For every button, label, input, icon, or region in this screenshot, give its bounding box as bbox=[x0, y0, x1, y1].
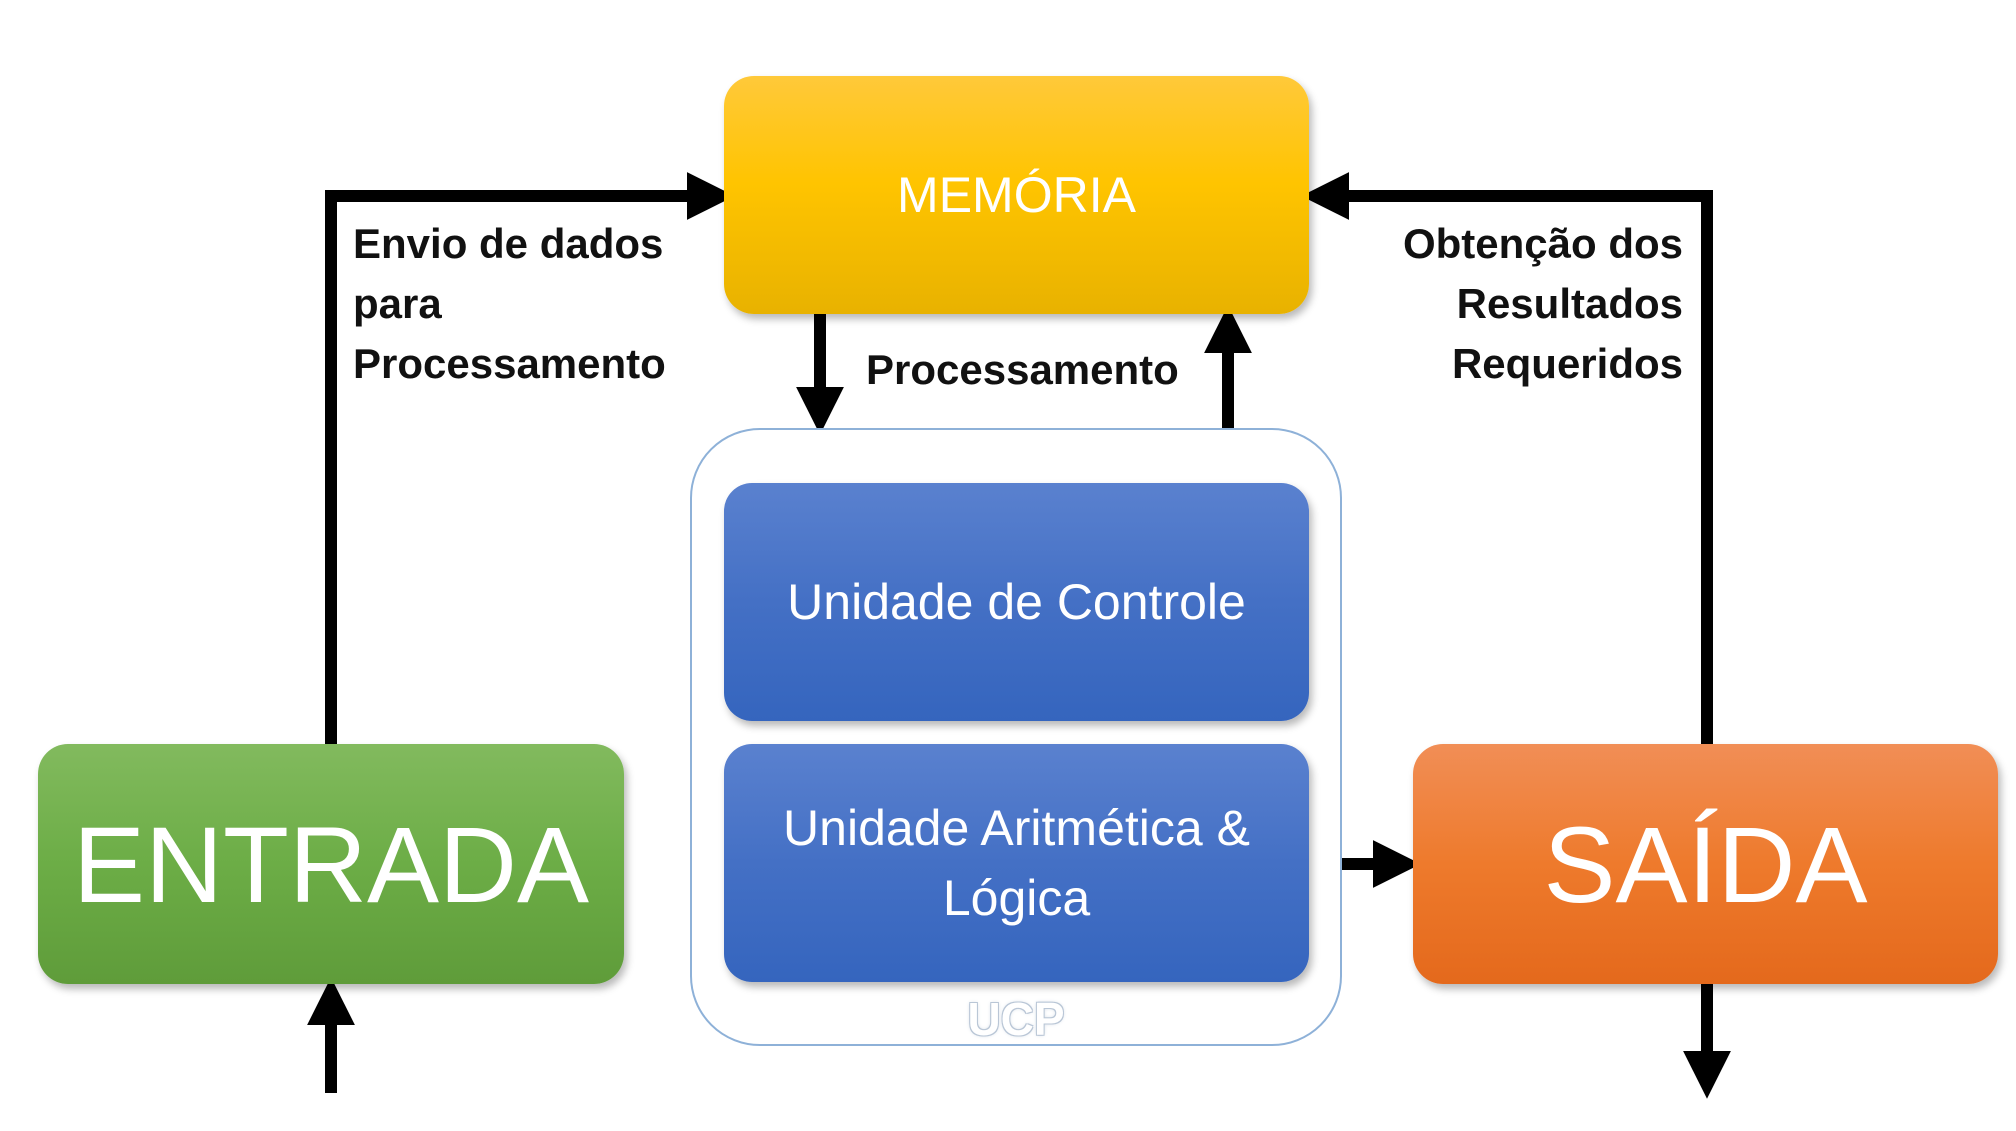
memoria-box: MEMÓRIA bbox=[724, 76, 1309, 314]
memoria-label: MEMÓRIA bbox=[897, 167, 1136, 223]
unidade-aritmetica-logica-box: Unidade Aritmética & Lógica bbox=[724, 744, 1309, 982]
unidade-controle-box: Unidade de Controle bbox=[724, 483, 1309, 721]
entrada-box: ENTRADA bbox=[38, 744, 624, 984]
arrow-saida-to-memoria bbox=[1301, 172, 1713, 744]
processamento-label: Processamento bbox=[866, 346, 1179, 393]
ucp-label: UCP bbox=[967, 993, 1065, 1045]
entrada-label: ENTRADA bbox=[72, 803, 590, 925]
obtencao-resultados-label: Obtenção dos Resultados Requeridos bbox=[1402, 220, 1683, 387]
unidade-aritmetica-logica-label: Unidade Aritmética & Lógica bbox=[783, 800, 1250, 926]
saida-box: SAÍDA bbox=[1413, 744, 1998, 984]
saida-label: SAÍDA bbox=[1543, 803, 1868, 925]
envio-dados-label: Envio de dados para Processamento bbox=[353, 220, 666, 387]
arrow-entrada-to-memoria bbox=[325, 172, 735, 744]
unidade-controle-label: Unidade de Controle bbox=[787, 574, 1246, 630]
